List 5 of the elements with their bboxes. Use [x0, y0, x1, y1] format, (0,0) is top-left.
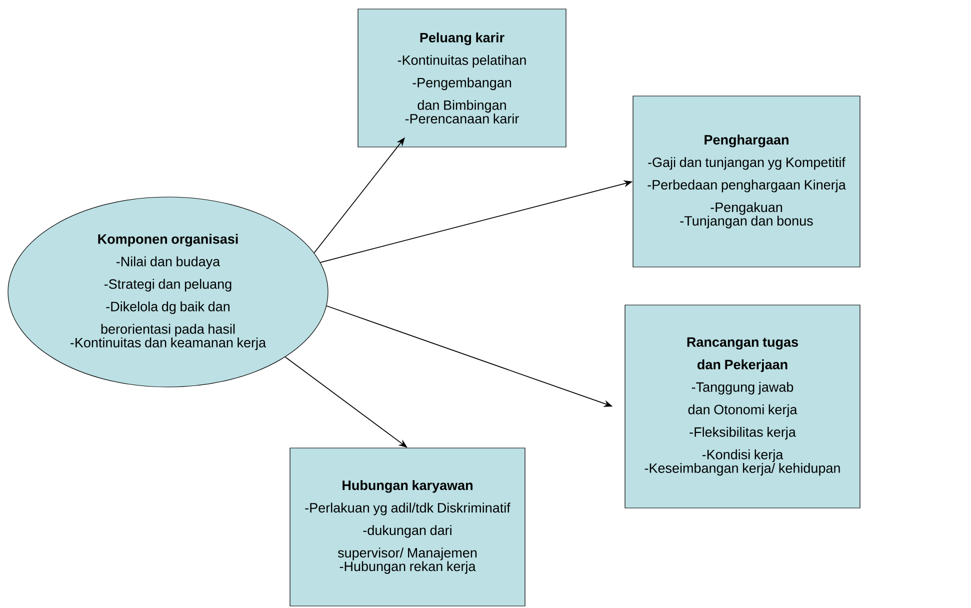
text-box: Hubungan karyawan -Perlakuan yg adil/tdk Diskriminatif -dukungan dari supervisor/ Manajemen -Hubungan rekan kerja — [290, 448, 526, 606]
text-box: Rancangan tugas dan Pekerjaan -Tanggung jawab dan Otonomi kerja -Fleksibilitas kerja -Kondisi kerja -Keseimbangan kerja/ kehidupan — [624, 304, 860, 508]
text-box: Penghargaan -Gaji dan tunjangan yg Kompetitif -Perbedaan penghargaan Kinerja -Pengakuan -Tunjangan dan bonus — [632, 96, 860, 268]
text-box: Peluang karir -Kontinuitas pelatihan -Pengembangan dan Bimbingan -Perencanaan karir — [358, 8, 566, 148]
ellipse-node: Komponen organisasi -Nilai dan budaya -Strategi dan peluang -Dikelola dg baik dan berorientasi pada hasil -Kontinuitas dan keamanan kerja — [8, 196, 328, 388]
